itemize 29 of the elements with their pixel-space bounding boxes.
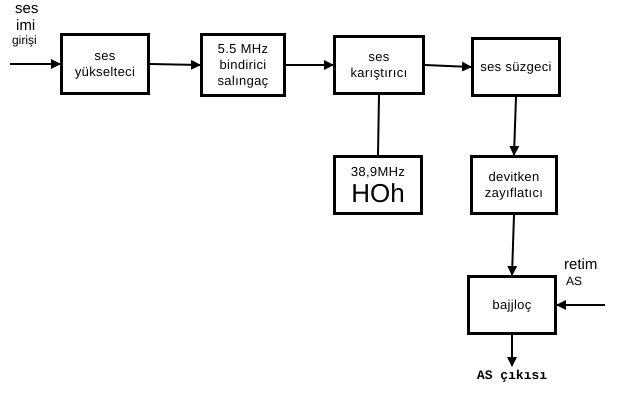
box-label: 5.5 MHz bindirici salıngaç	[216, 40, 270, 90]
process-box	[333, 155, 423, 215]
box-label: ses yükselteci	[74, 48, 136, 80]
process-box	[200, 33, 286, 97]
process-box	[470, 155, 558, 215]
box-label: ses süzgeci	[480, 58, 552, 76]
signal-label: girişi	[12, 34, 37, 46]
arrow	[556, 300, 605, 310]
box-label: 38,9MHz	[350, 164, 406, 180]
arrow	[507, 214, 518, 276]
process-box	[471, 37, 561, 97]
box-label: ses karıştırıcı	[349, 48, 409, 82]
signal-label: retim	[564, 257, 598, 272]
arrow	[286, 60, 334, 70]
process-box	[333, 35, 425, 95]
signal-label: imi	[16, 18, 36, 33]
box-label: HOh	[351, 180, 405, 206]
signal-label: ses	[15, 1, 38, 16]
process-box	[467, 275, 557, 335]
output-label: AS çıkısı	[476, 368, 548, 382]
arrow	[10, 59, 61, 69]
arrow	[507, 335, 517, 367]
arrow	[509, 96, 520, 156]
box-label: bajjloç	[492, 296, 532, 314]
arrow	[150, 60, 201, 70]
box-label: devitken zayıflatıcı	[484, 168, 544, 202]
process-box	[60, 33, 150, 95]
signal-label: AS	[566, 275, 582, 287]
arrow	[424, 62, 472, 72]
